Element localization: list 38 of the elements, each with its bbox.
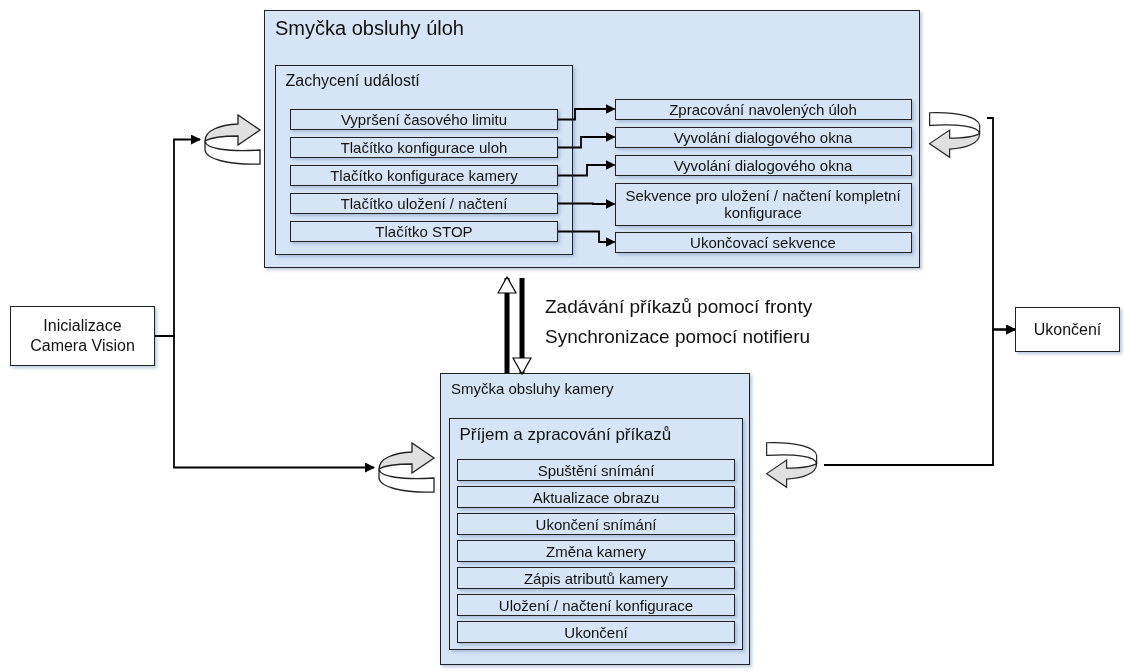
terminal-box: Ukončení — [1015, 307, 1120, 352]
process-box: Změna kamery — [457, 540, 735, 562]
group-title: Smyčka obsluhy kamery — [451, 380, 614, 397]
process-box: Zpracování navolených úloh — [614, 98, 912, 120]
annotation-text: Synchronizace pomocí notifieru — [545, 326, 811, 348]
process-box: Tlačítko konfigurace kamery — [290, 165, 558, 186]
process-box: Vyvolání dialogového okna — [614, 126, 912, 148]
terminal-box: Inicializace Camera Vision — [10, 306, 155, 366]
group-box — [448, 417, 743, 650]
process-box: Spuštění snímání — [457, 459, 735, 481]
process-box: Ukončení — [457, 621, 735, 643]
arrow — [557, 230, 616, 247]
arrow — [557, 104, 616, 121]
process-box: Vypršení časového limitu — [290, 109, 558, 130]
group-title: Zachycení událostí — [285, 71, 420, 90]
arrow — [557, 199, 616, 209]
arrow — [154, 335, 375, 473]
process-box: Ukončovací sekvence — [614, 231, 912, 253]
process-box: Vyvolání dialogového okna — [614, 154, 912, 176]
group-box — [274, 64, 573, 255]
arrow — [823, 324, 1016, 466]
annotation-text: Zadávání příkazů pomocí fronty — [545, 296, 813, 318]
loop-panel — [440, 373, 750, 665]
process-box: Tlačítko uložení / načtení — [290, 193, 558, 214]
arrow — [557, 160, 616, 177]
block-arrow — [512, 278, 532, 375]
group-title: Smyčka obsluhy úloh — [275, 17, 464, 40]
process-box: Tlačítko konfigurace uloh — [290, 137, 558, 158]
process-box: Ukončení snímání — [457, 513, 735, 535]
arrow — [557, 132, 616, 149]
block-arrow — [497, 276, 517, 373]
process-box: Aktualizace obrazu — [457, 486, 735, 508]
loop-panel — [264, 10, 920, 268]
group-title: Příjem a zpracování příkazů — [459, 424, 672, 445]
process-box: Tlačítko STOP — [290, 221, 558, 242]
process-box: Sekvence pro uložení / načtení kompletní konfigurace — [614, 182, 912, 226]
process-box: Zápis atributů kamery — [457, 567, 735, 589]
process-box: Uložení / načtení konfigurace — [457, 594, 735, 616]
